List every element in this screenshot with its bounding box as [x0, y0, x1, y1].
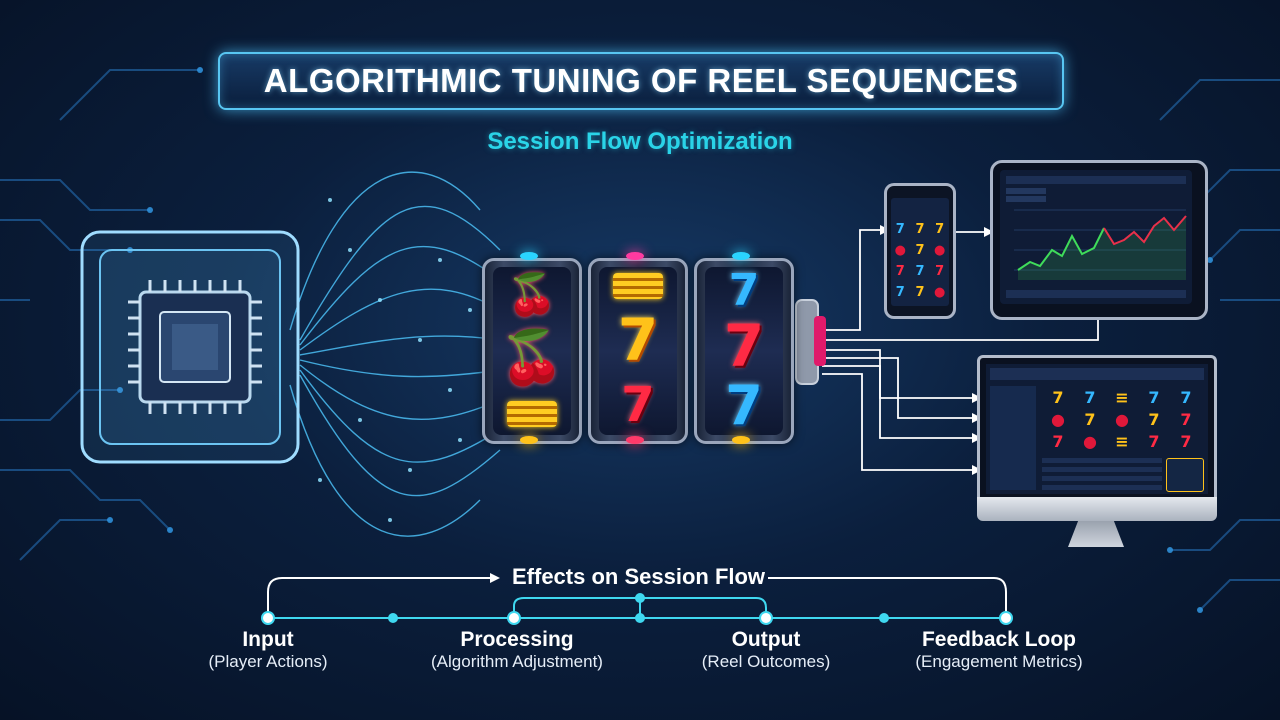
seven-icon: 7: [1180, 410, 1192, 429]
seven-icon: 7: [1148, 388, 1160, 407]
seven-icon: 7: [723, 312, 765, 380]
flow-step-output: Output (Reel Outcomes): [676, 628, 856, 672]
cherry-icon: ●: [933, 285, 946, 300]
bar-icon: ≡: [1115, 432, 1129, 451]
seven-icon: 7: [1084, 410, 1096, 429]
reel-glow: [626, 436, 644, 444]
monitor-table: [1042, 458, 1162, 490]
page-title: ALGORITHMIC TUNING OF REEL SEQUENCES: [263, 62, 1019, 99]
slot-reel-icon: 🍒 🍒 7 7 7 7 7: [482, 252, 802, 444]
smartphone-icon: 7 7 7 ● 7 ● 7 7 7 7 7 ●: [884, 183, 956, 319]
monitor-header: [990, 368, 1204, 380]
seven-icon: 7: [1052, 432, 1064, 451]
seven-icon: 7: [1180, 388, 1192, 407]
monitor-icon: 7 7 ≡ 7 7 ● 7 ● 7 7 7 ● ≡ 7 7: [977, 355, 1217, 500]
seven-icon: 7: [915, 243, 925, 258]
reel-glow: [732, 436, 750, 444]
flow-step-label: Processing: [460, 628, 574, 651]
flow-step-feedback-loop: Feedback Loop (Engagement Metrics): [896, 628, 1102, 672]
tablet-icon: [990, 160, 1208, 320]
flow-step-label: Output: [731, 628, 801, 651]
seven-icon: 7: [915, 264, 925, 279]
reel-glow: [626, 252, 644, 260]
seven-icon: 7: [1052, 388, 1064, 407]
seven-icon: 7: [935, 222, 945, 237]
seven-icon: 7: [728, 265, 760, 316]
tablet-line-chart: [1006, 176, 1187, 298]
seven-icon: 7: [895, 264, 905, 279]
flow-step-label: Feedback Loop: [921, 628, 1077, 651]
seven-icon: 7: [1180, 432, 1192, 451]
phone-screen: 7 7 7 ● 7 ● 7 7 7 7 7 ●: [891, 198, 949, 306]
page-subtitle: Session Flow Optimization: [487, 128, 793, 155]
reel-glow: [520, 252, 538, 260]
reel-glow: [732, 252, 750, 260]
seven-icon: 7: [621, 377, 655, 433]
data-stream-icon: [289, 171, 501, 537]
monitor-panel: [1166, 458, 1204, 492]
seven-icon: 7: [895, 285, 905, 300]
bar-icon: ≡: [1115, 388, 1129, 407]
tablet-screen: [1000, 170, 1192, 304]
reel-glow: [520, 436, 538, 444]
bar-icon: [507, 400, 557, 427]
flow-step-sub: (Algorithm Adjustment): [431, 652, 603, 671]
seven-icon: 7: [1148, 410, 1160, 429]
bar-icon: [613, 273, 663, 299]
seven-icon: 7: [725, 374, 763, 437]
title-banner: ALGORITHMIC TUNING OF REEL SEQUENCES: [218, 52, 1064, 110]
monitor-sidebar: [990, 386, 1036, 490]
reel-1: 🍒 🍒: [482, 258, 582, 444]
seven-icon: 7: [617, 306, 659, 374]
cherry-icon: 🍒: [507, 272, 557, 319]
cherry-icon: ●: [894, 243, 906, 258]
flow-title: Effects on Session Flow: [512, 564, 766, 589]
seven-icon: 7: [1148, 432, 1160, 451]
monitor-reel-grid: 7 7 ≡ 7 7 ● 7 ● 7 7 7 ● ≡ 7 7: [1042, 388, 1202, 454]
cherry-icon: 🍒: [499, 327, 565, 388]
cherry-icon: ●: [1083, 432, 1097, 451]
flow-step-sub: (Engagement Metrics): [915, 652, 1083, 671]
flow-step-input: Input (Player Actions): [178, 628, 358, 672]
reel-2: 7 7: [588, 258, 688, 444]
flow-step-label: Input: [242, 628, 294, 651]
cherry-icon: ●: [1115, 410, 1129, 429]
monitor-screen: 7 7 ≡ 7 7 ● 7 ● 7 7 7 ● ≡ 7 7: [986, 364, 1208, 494]
processor-chip-icon: [80, 230, 300, 464]
seven-icon: 7: [935, 264, 945, 279]
flow-step-processing: Processing (Algorithm Adjustment): [404, 628, 630, 672]
flow-step-sub: (Reel Outcomes): [701, 652, 831, 671]
seven-icon: 7: [915, 222, 925, 237]
cherry-icon: ●: [933, 243, 946, 258]
seven-icon: 7: [895, 222, 905, 237]
reel-3: 7 7 7: [694, 258, 794, 444]
monitor-stand: [1068, 521, 1124, 547]
seven-icon: 7: [1084, 388, 1096, 407]
cherry-icon: ●: [1051, 410, 1065, 429]
flow-step-sub: (Player Actions): [208, 652, 328, 671]
seven-icon: 7: [915, 285, 925, 300]
monitor-chin: [977, 497, 1217, 521]
